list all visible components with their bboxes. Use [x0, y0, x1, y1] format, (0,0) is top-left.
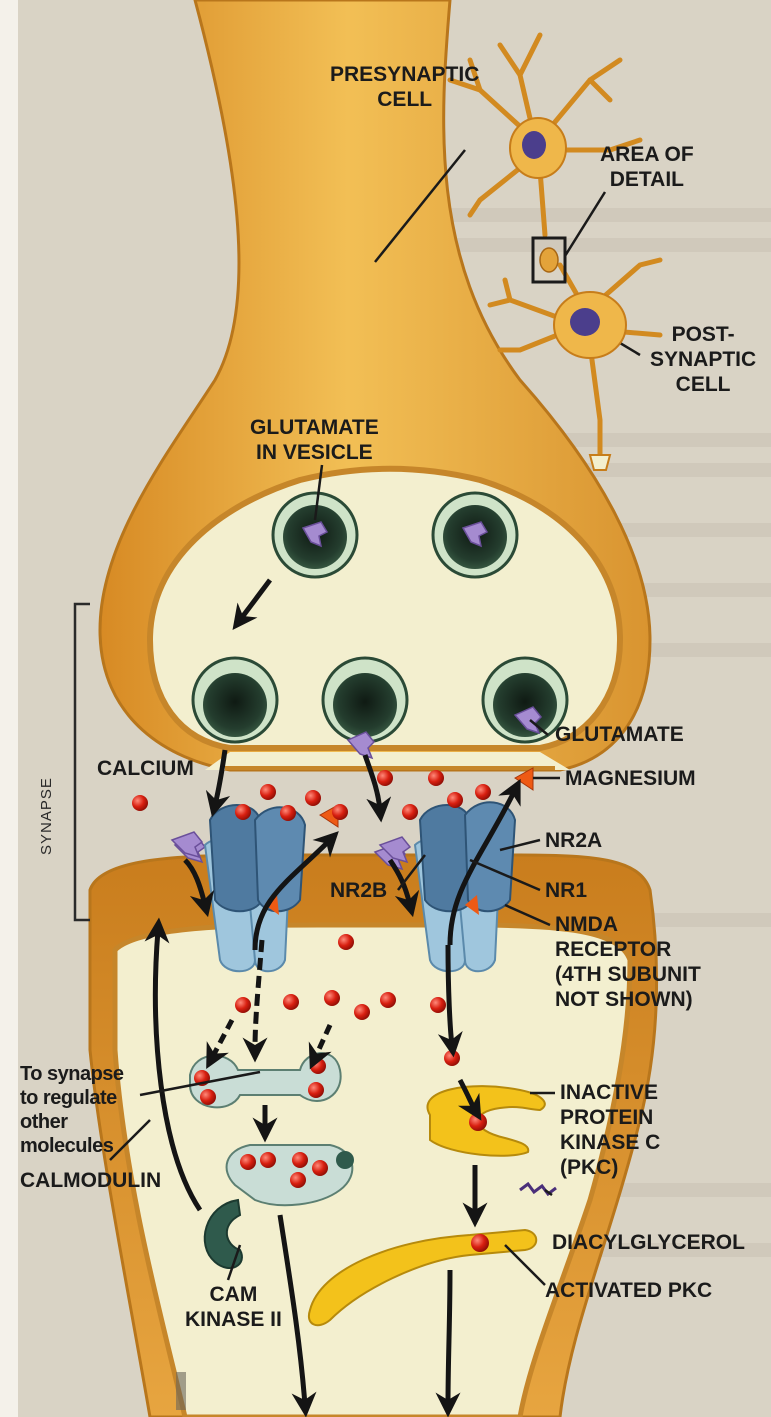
vesicle-upper-left [273, 493, 357, 577]
label-diacylglycerol: DIACYLGLYCEROL [552, 1230, 745, 1255]
label-nr2a: NR2A [545, 828, 602, 853]
vesicle-docked-left [193, 658, 277, 742]
label-nr1: NR1 [545, 878, 587, 903]
vesicle-upper-right [433, 493, 517, 577]
scan-mark [176, 1372, 186, 1410]
label-calcium: CALCIUM [97, 756, 194, 781]
label-activated-pkc: ACTIVATED PKC [545, 1278, 712, 1303]
label-synapse: SYNAPSE [38, 777, 55, 855]
label-calmodulin: CALMODULIN [20, 1168, 161, 1193]
page-edge [0, 0, 18, 1417]
label-magnesium: MAGNESIUM [565, 766, 696, 791]
label-nr2b: NR2B [330, 878, 387, 903]
label-glutamate: GLUTAMATE [555, 722, 684, 747]
